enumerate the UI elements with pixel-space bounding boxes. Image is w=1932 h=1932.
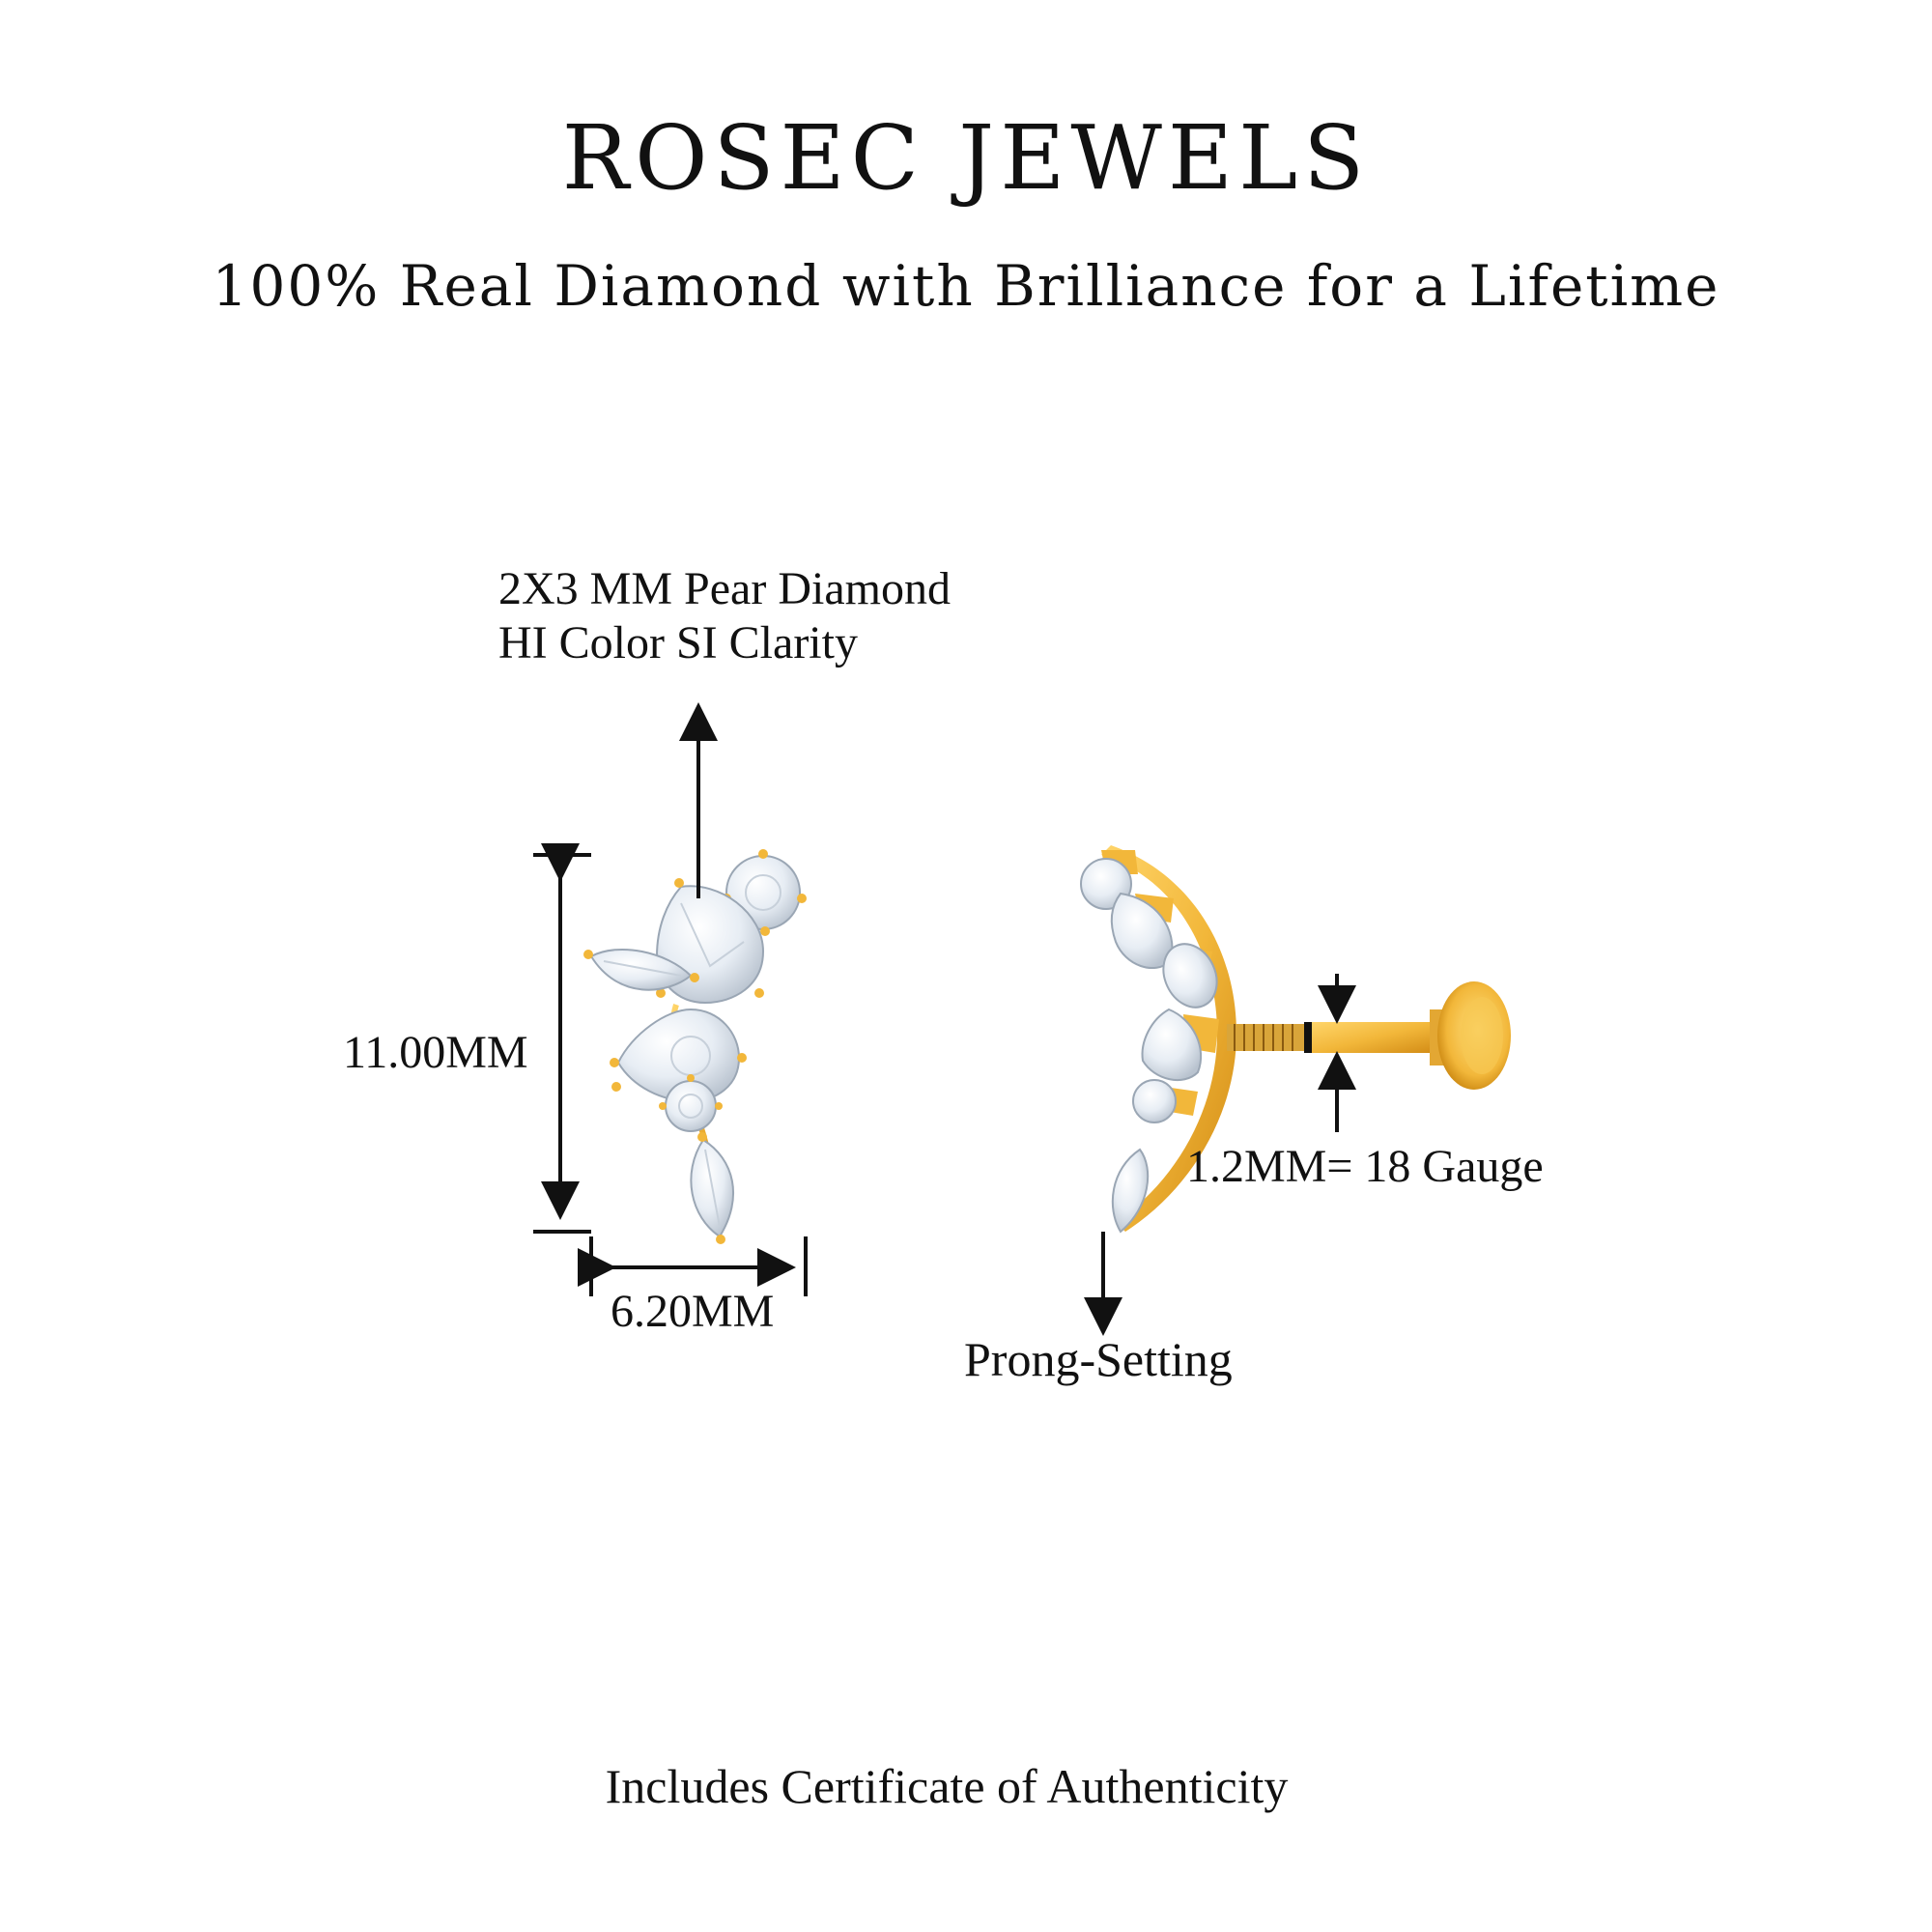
side-pear-2 <box>1141 1008 1203 1081</box>
pear-diamond-grade: HI Color SI Clarity <box>498 617 858 668</box>
pear-diamond-middle <box>610 1008 747 1103</box>
brand-title: ROSEC JEWELS <box>561 106 1371 210</box>
width-dimension <box>578 1236 808 1296</box>
side-view-earring <box>1080 845 1511 1234</box>
tagline: 100% Real Diamond with Brilliance for a … <box>212 253 1720 319</box>
height-dimension <box>533 843 591 1234</box>
marquise-diamond-bottom <box>690 1132 734 1244</box>
threaded-post <box>1227 1024 1304 1051</box>
pear-diamond-label: 2X3 MM Pear Diamond <box>498 563 951 614</box>
side-marquise <box>1162 943 1218 1009</box>
labret-bar <box>1312 1022 1439 1053</box>
side-marquise-bottom <box>1111 1148 1150 1234</box>
side-round-small <box>1132 1079 1177 1123</box>
gauge-label: 1.2MM= 18 Gauge <box>1186 1141 1544 1192</box>
width-label: 6.20MM <box>611 1286 775 1337</box>
round-diamond-small <box>659 1074 723 1132</box>
marquise-diamond-left <box>583 949 699 991</box>
front-view-earring <box>583 849 807 1244</box>
certificate-note: Includes Certificate of Authenticity <box>605 1759 1289 1813</box>
height-label: 11.00MM <box>343 1027 528 1078</box>
setting-label: Prong-Setting <box>964 1332 1233 1386</box>
side-pear-1 <box>1110 892 1174 970</box>
